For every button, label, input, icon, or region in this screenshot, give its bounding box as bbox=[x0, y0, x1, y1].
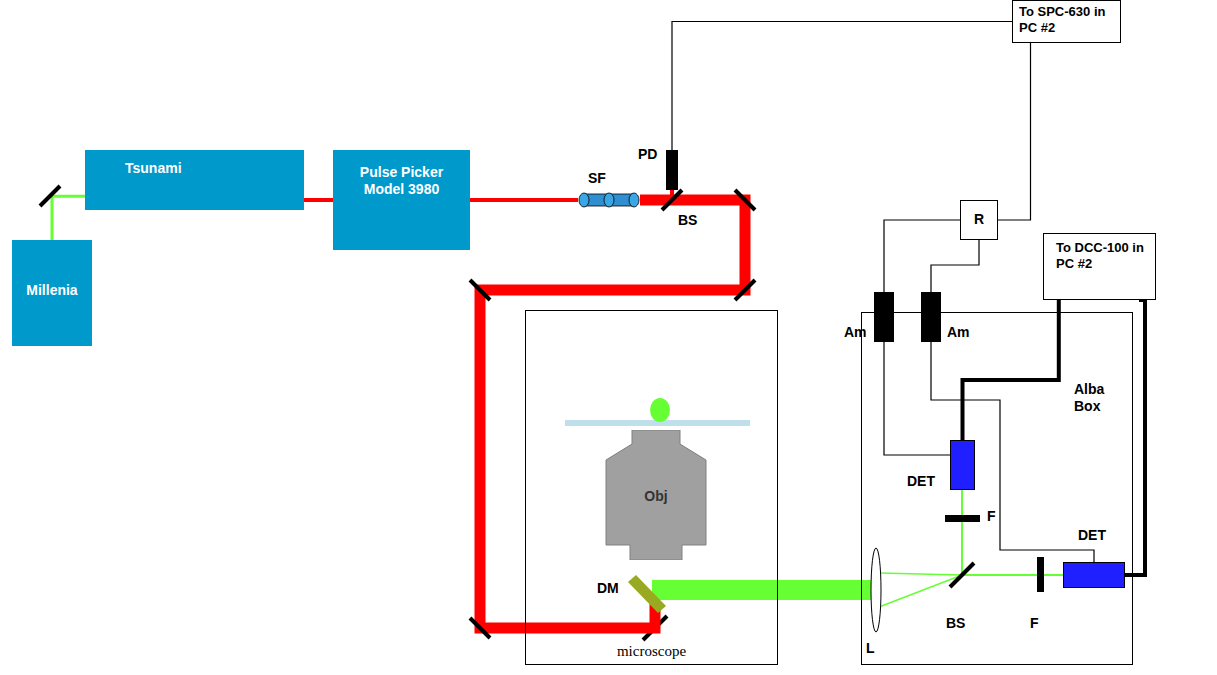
node-label: To DCC-100 in PC #2 bbox=[1044, 234, 1152, 275]
photodiode: PD bbox=[666, 150, 678, 190]
node-label: R bbox=[961, 201, 997, 228]
signal-wire bbox=[52, 196, 85, 240]
node-label: Am bbox=[947, 324, 970, 341]
amplifier: Am bbox=[874, 292, 894, 342]
detector-beam bbox=[962, 574, 1063, 576]
filter bbox=[945, 515, 980, 522]
node-label: Alba Box bbox=[1074, 381, 1122, 415]
objective: Obj bbox=[600, 430, 712, 560]
focused-beam bbox=[879, 575, 962, 607]
part-label: BS bbox=[946, 615, 965, 632]
node-label: Tsunami bbox=[85, 150, 304, 177]
lens bbox=[871, 548, 881, 632]
node-label: SF bbox=[588, 170, 606, 187]
emission-beam bbox=[652, 580, 778, 600]
signal-wire bbox=[884, 220, 960, 292]
node-label: Obj bbox=[600, 488, 712, 505]
laser-box: Millenia bbox=[12, 240, 92, 346]
signal-wire bbox=[672, 22, 1012, 151]
part-label: DM bbox=[597, 580, 619, 597]
node-label: Pulse Picker Model 3980 bbox=[341, 150, 463, 198]
node-label: microscope bbox=[526, 642, 777, 660]
sample bbox=[650, 398, 670, 422]
router-box: R bbox=[960, 200, 998, 240]
part-label: BS bbox=[678, 212, 697, 229]
pulse-picker-box: Pulse Picker Model 3980 bbox=[333, 150, 470, 250]
node-label: PD bbox=[638, 146, 657, 163]
signal-wire bbox=[931, 342, 1094, 562]
detector-box: Alba BoxDET DET bbox=[861, 312, 1133, 665]
light-beam bbox=[963, 300, 1059, 440]
excitation-beam bbox=[525, 604, 655, 628]
fiber-shape bbox=[578, 192, 640, 208]
node-label: DET bbox=[907, 473, 935, 490]
light-beam bbox=[1125, 300, 1145, 575]
microscope-housing: microscope Obj bbox=[525, 310, 778, 665]
signal-wire bbox=[931, 240, 979, 292]
laser-box: Tsunami bbox=[85, 150, 304, 210]
detector: DET bbox=[950, 440, 975, 490]
node-label: To SPC-630 in PC #2 bbox=[1013, 1, 1117, 38]
amplifier: Am bbox=[921, 292, 941, 342]
spatial-filter: SF bbox=[578, 192, 640, 208]
mirrors bbox=[40, 186, 755, 640]
part-label: F bbox=[987, 508, 996, 525]
part-label: L bbox=[866, 640, 875, 657]
detector: DET bbox=[1063, 562, 1125, 588]
filter bbox=[1037, 557, 1044, 592]
light-beam bbox=[470, 198, 578, 202]
beam-splitter bbox=[950, 563, 974, 587]
computer-box: To SPC-630 in PC #2 bbox=[1012, 0, 1121, 43]
dichroic-mirror bbox=[628, 575, 666, 613]
light-beam bbox=[304, 198, 333, 202]
node-label: DET bbox=[1078, 527, 1106, 544]
part-label: F bbox=[1030, 615, 1039, 632]
node-label: Am bbox=[844, 324, 867, 341]
light-beam bbox=[480, 200, 745, 628]
signal-wire bbox=[884, 342, 950, 455]
node-label: Millenia bbox=[12, 240, 92, 299]
focused-beam bbox=[879, 573, 962, 575]
computer-box: To DCC-100 in PC #2 bbox=[1043, 233, 1156, 300]
detector-beam bbox=[961, 490, 963, 575]
light-beam bbox=[778, 580, 861, 600]
signal-wire bbox=[998, 43, 1031, 220]
